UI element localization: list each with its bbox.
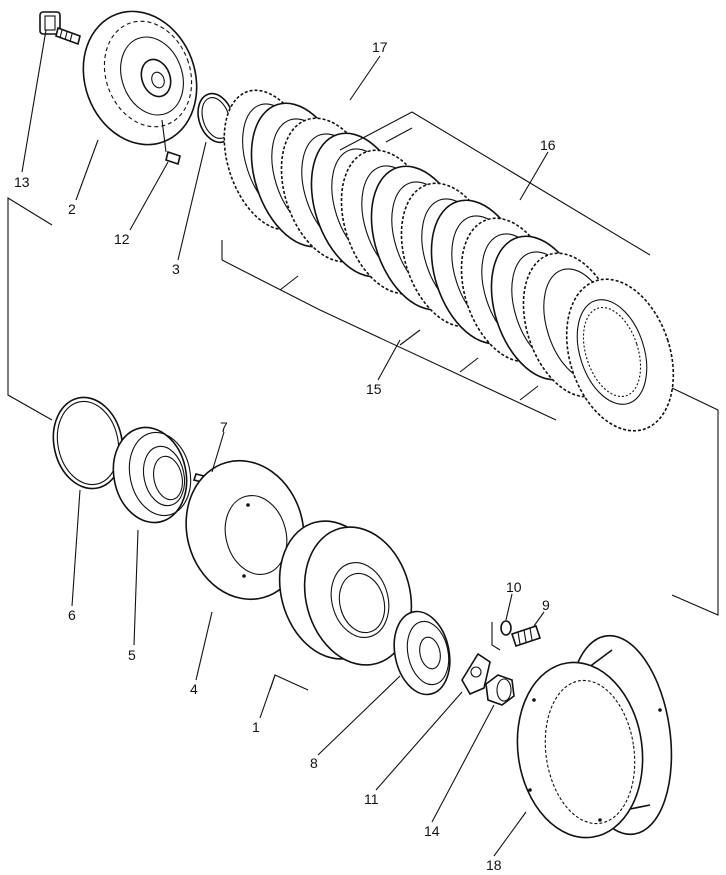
part-1-piston (278, 520, 413, 666)
callout-labels: 13 2 12 3 17 16 15 7 6 5 4 1 8 10 9 11 1… (14, 39, 556, 873)
part-5-bearing (112, 426, 192, 524)
label-17: 17 (372, 39, 388, 55)
part-11-plate (461, 652, 491, 696)
part-2-carrier (82, 10, 198, 146)
label-5: 5 (128, 647, 136, 663)
label-14: 14 (424, 823, 440, 839)
label-6: 6 (68, 607, 76, 623)
part-4-disc (185, 459, 305, 601)
part-10-washer (500, 620, 512, 636)
label-8: 8 (310, 755, 318, 771)
label-7: 7 (220, 419, 228, 435)
label-4: 4 (190, 681, 198, 697)
label-11: 11 (364, 791, 379, 807)
part-13-stud (39, 11, 81, 46)
label-16: 16 (540, 137, 556, 153)
label-9: 9 (542, 597, 550, 613)
part-9-bolt (510, 624, 542, 648)
label-3: 3 (172, 261, 180, 277)
leader-lines (21, 29, 549, 857)
label-10: 10 (506, 579, 522, 595)
label-2: 2 (68, 201, 76, 217)
assembly-bracket-lines (7, 197, 719, 616)
plate-12-end (565, 278, 675, 432)
clutch-plate-stack (221, 89, 675, 432)
label-13: 13 (14, 174, 30, 190)
label-12: 12 (114, 231, 130, 247)
part-12-pin (161, 119, 181, 166)
label-18: 18 (486, 857, 502, 873)
part-6-seal-ring (52, 396, 124, 490)
part-8-hub (393, 610, 451, 696)
label-1: 1 (252, 719, 260, 735)
label-15: 15 (366, 381, 382, 397)
part-18-ring-gear (516, 634, 673, 839)
part-14-nut (485, 674, 515, 706)
